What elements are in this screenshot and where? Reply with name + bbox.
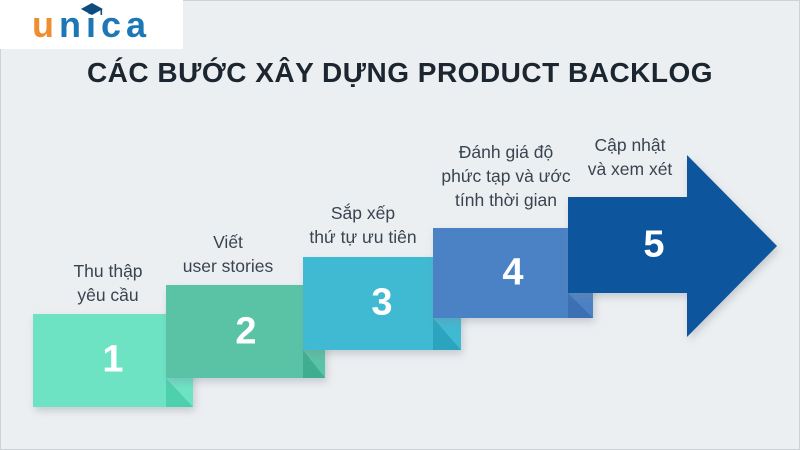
logo-letter-n: n (58, 3, 86, 45)
step-5-label-line-1: Cập nhật (594, 135, 666, 155)
step-5-label-line-2: và xem xét (587, 159, 673, 179)
step-1-label-line-2: yêu cầu (77, 285, 139, 305)
step-4-label: Đánh giá độ phức tạp và ước tính thời gi… (441, 140, 570, 212)
step-3-label-line-2: thứ tự ưu tiên (309, 227, 417, 247)
logo-letters-ca: ca (100, 3, 152, 45)
step-3-number: 3 (371, 281, 393, 324)
step-2-number: 2 (235, 310, 257, 353)
step-3-label: Sắp xếp thứ tự ưu tiên (309, 201, 416, 249)
logo: u n i ca (0, 0, 183, 49)
step-2-label-line-1: Viết (213, 232, 243, 252)
unica-logo-text: u n i ca (31, 2, 152, 45)
graduation-cap-icon (81, 2, 104, 16)
step-5-label: Cập nhật và xem xét (588, 133, 673, 181)
step-1-label-line-1: Thu thập (73, 261, 143, 281)
step-1-label: Thu thập yêu cầu (73, 259, 142, 307)
logo-letter-i: i (81, 2, 104, 45)
step-4-box (433, 228, 593, 318)
step-3-label-line-1: Sắp xếp (330, 203, 396, 223)
step-3-fold (433, 318, 461, 350)
step-2-label: Viết user stories (183, 230, 273, 278)
step-2-label-line-2: user stories (182, 256, 274, 276)
page-title: CÁC BƯỚC XÂY DỰNG PRODUCT BACKLOG (86, 57, 714, 88)
step-5-arrow (568, 155, 777, 337)
step-5-number: 5 (643, 223, 665, 266)
step-1-number: 1 (102, 338, 124, 381)
step-4-fold (568, 293, 593, 318)
step-4-label-line-2: phức tạp và ước (441, 166, 571, 186)
step-4-label-line-3: tính thời gian (455, 190, 557, 210)
logo-letter-i-glyph: i (85, 3, 101, 45)
step-2-box (166, 285, 325, 378)
step-4-number: 4 (502, 251, 524, 294)
step-4-label-line-1: Đánh giá độ (458, 142, 554, 162)
logo-letter-u: u (31, 3, 59, 45)
step-1-fold (166, 378, 193, 407)
step-2-fold (303, 350, 325, 378)
